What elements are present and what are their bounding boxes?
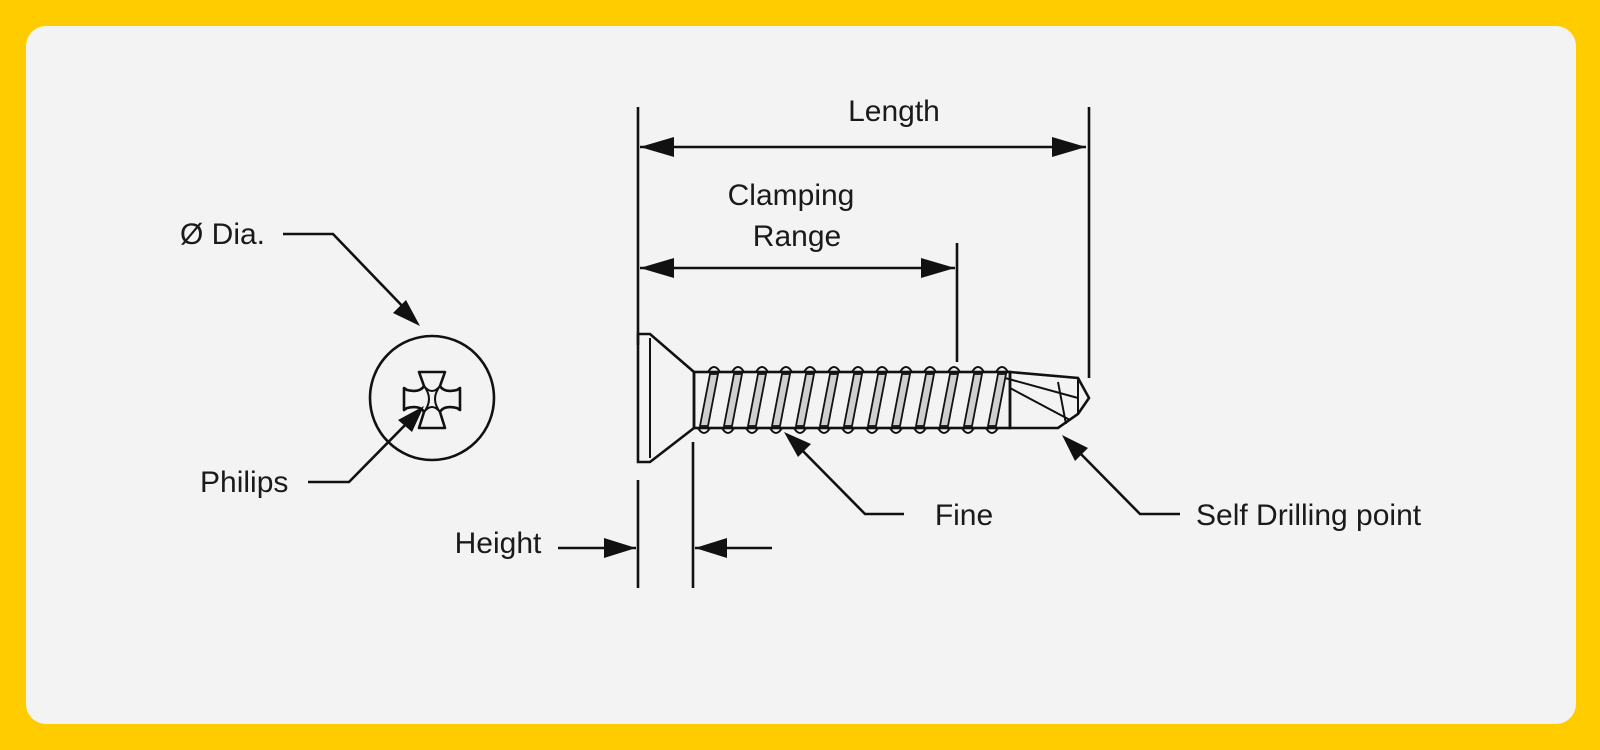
thread-crest-bottom xyxy=(817,427,831,434)
philips-label: Philips xyxy=(200,466,288,499)
thread-crests xyxy=(697,366,1009,434)
thread-crest-top xyxy=(731,366,745,373)
fine-arrowhead xyxy=(784,432,811,457)
clamping-label-line2: Range xyxy=(753,220,841,253)
philips-leader-line xyxy=(308,417,413,484)
thread-crest-top xyxy=(923,366,937,373)
screw-head-top-view xyxy=(368,334,496,462)
self-drilling-callout: Self Drilling point xyxy=(1062,435,1422,532)
thread-crest-bottom xyxy=(841,427,855,434)
self-drilling-leader-line xyxy=(1073,446,1180,516)
thread-crest-bottom xyxy=(913,427,927,434)
clamping-right-arrowhead xyxy=(921,258,955,278)
height-label: Height xyxy=(455,527,542,560)
fine-callout: Fine xyxy=(784,432,993,532)
thread-flank xyxy=(698,373,720,427)
thread-crest-top xyxy=(947,366,961,373)
clamping-label-line1: Clamping xyxy=(728,179,855,212)
length-dimension: Length xyxy=(636,95,1091,378)
tip-flute-line-1 xyxy=(1004,377,1079,399)
screw-side-view xyxy=(636,332,1091,464)
length-right-arrowhead xyxy=(1052,137,1086,157)
thread-crest-bottom xyxy=(961,427,975,434)
thread-flank xyxy=(770,373,792,427)
thread-crest-bottom xyxy=(745,427,759,434)
thread-crest-top xyxy=(995,366,1009,373)
thread-crest-bottom xyxy=(889,427,903,434)
phillips-cross-icon xyxy=(402,370,462,430)
clamping-left-arrowhead xyxy=(640,258,674,278)
tip-flute-line-3 xyxy=(1057,381,1067,425)
thread-crest-bottom xyxy=(721,427,735,434)
clamping-range-dimension: Clamping Range xyxy=(640,179,959,362)
thread-flank xyxy=(818,373,840,427)
diameter-arrowhead xyxy=(393,300,420,326)
screw-threads xyxy=(698,373,1008,427)
self-drilling-arrowhead xyxy=(1062,435,1088,461)
thread-flank xyxy=(962,373,984,427)
height-right-arrowhead xyxy=(695,538,727,558)
thread-flank xyxy=(794,373,816,427)
thread-flank xyxy=(986,373,1008,427)
philips-callout: Philips xyxy=(200,406,424,499)
fine-leader-line xyxy=(794,442,904,516)
thread-crest-bottom xyxy=(793,427,807,434)
diameter-label: Ø Dia. xyxy=(180,218,265,251)
thread-flank xyxy=(938,373,960,427)
thread-crest-top xyxy=(827,366,841,373)
thread-crest-top xyxy=(755,366,769,373)
length-label: Length xyxy=(848,95,940,128)
thread-crest-top xyxy=(851,366,865,373)
thread-crest-bottom xyxy=(697,427,711,434)
thread-crest-bottom xyxy=(985,427,999,434)
diameter-callout: Ø Dia. xyxy=(180,218,420,326)
thread-crest-bottom xyxy=(865,427,879,434)
thread-crest-bottom xyxy=(937,427,951,434)
thread-crest-top xyxy=(707,366,721,373)
height-left-arrowhead xyxy=(604,538,636,558)
thread-flank xyxy=(866,373,888,427)
height-dimension: Height xyxy=(455,442,772,588)
thread-crest-bottom xyxy=(769,427,783,434)
philips-arrowhead xyxy=(398,406,424,432)
self-drilling-label: Self Drilling point xyxy=(1196,499,1422,532)
diameter-leader-line xyxy=(283,232,409,313)
diagram-card xyxy=(26,26,1576,724)
thread-crest-top xyxy=(899,366,913,373)
thread-crest-top xyxy=(875,366,889,373)
thread-flank xyxy=(914,373,936,427)
head-top-circle xyxy=(368,334,496,462)
fine-label: Fine xyxy=(935,499,993,532)
length-left-arrowhead xyxy=(640,137,674,157)
thread-flank xyxy=(890,373,912,427)
thread-flank xyxy=(746,373,768,427)
thread-crest-top xyxy=(971,366,985,373)
tip-flute-line-2 xyxy=(1009,387,1071,421)
phillips-recess-detail xyxy=(423,385,441,413)
thread-crest-top xyxy=(803,366,817,373)
thread-crest-top xyxy=(779,366,793,373)
screw-head xyxy=(636,332,696,464)
thread-flank xyxy=(842,373,864,427)
thread-flank xyxy=(722,373,744,427)
